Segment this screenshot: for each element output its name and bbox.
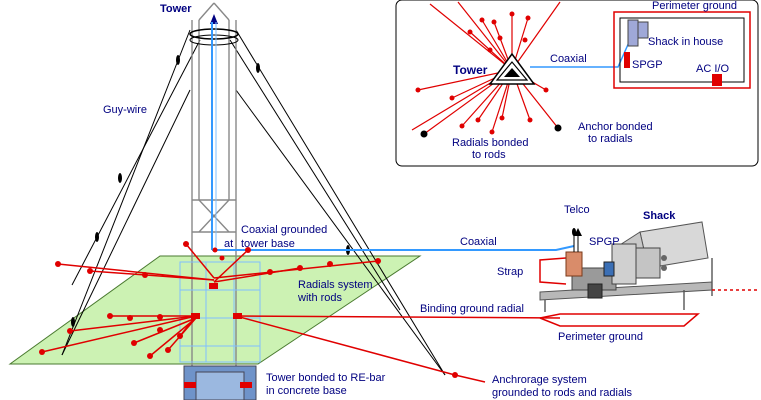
inset-ac-io-label: AC I/O [696, 63, 729, 75]
coax-cable [211, 22, 575, 251]
binding-radial-label: Binding ground radial [420, 303, 524, 315]
tower-top-ring-2 [189, 34, 239, 46]
footing-bond-left [184, 382, 196, 388]
inset-house-inner [619, 17, 745, 83]
coax-grounded-label-1: Coaxial grounded [241, 224, 327, 236]
radials-label-1: Radials system [298, 279, 373, 291]
guy-wires [61, 29, 446, 376]
inset-anchor-rod-left [420, 130, 428, 138]
guy-wire-label: Guy-wire [103, 104, 147, 116]
anchorage-radial [235, 315, 456, 376]
inset-anchor-rod-right [554, 124, 562, 132]
inset-radials-label-2: to rods [472, 149, 506, 161]
spgp-label: SPGP [589, 236, 620, 248]
inset-tower-inner [504, 68, 520, 77]
inset-ground-rods [415, 11, 549, 135]
tower-top-ring [189, 28, 239, 40]
ground-rods [39, 241, 458, 378]
inset-shack-in-house-label: Shack in house [648, 36, 723, 48]
strap-line [539, 257, 567, 285]
coaxial-label: Coaxial [460, 236, 497, 248]
coax-grounded-label-2: tower base [241, 238, 295, 250]
inset-anchor-label-1: Anchor bonded [578, 121, 653, 133]
inset-radials-label-1: Radials bonded [452, 137, 528, 149]
radial-hub-lower [191, 313, 200, 319]
shack-building [539, 221, 713, 312]
spgp-panel [565, 251, 583, 277]
radial-hub-upper [209, 283, 218, 289]
inset-tower-mid [495, 61, 529, 81]
inset-ac-io-box [712, 74, 722, 86]
inset-equipment [627, 19, 639, 47]
footing-inner [195, 371, 245, 400]
inset-perimeter-ground-label: Perimeter ground [652, 0, 737, 12]
inset-coaxial-label: Coaxial [550, 53, 587, 65]
anchor-radial-2 [454, 374, 486, 383]
anchorage-label-2: grounded to rods and radials [492, 387, 633, 399]
tower-title: Tower [160, 3, 192, 15]
inset-spgp-box [624, 52, 630, 68]
concrete-slab [8, 255, 422, 365]
inset-spgp-label: SPGP [632, 59, 663, 71]
inset-frame [395, 0, 759, 167]
inset-coax [530, 39, 631, 68]
inset-tower-label: Tower [453, 63, 488, 77]
anchorage-label-1: Anchrorage system [492, 374, 587, 386]
shack-label: Shack [643, 210, 676, 222]
perimeter-ground-label: Perimeter ground [558, 331, 643, 343]
coax-grounded-label-at: at [224, 238, 233, 250]
telco-arrow-2 [572, 228, 576, 236]
antenna-tip [210, 14, 218, 24]
tower-rebar-label-2: in concrete base [266, 385, 347, 397]
telco-label: Telco [564, 204, 590, 216]
tower-rebar-label-1: Tower bonded to RE-bar [266, 372, 386, 384]
strap-label: Strap [497, 266, 523, 278]
inset-anchor-label-2: to radials [588, 133, 633, 145]
inset-house [613, 11, 751, 89]
shack-perimeter-ground [539, 313, 701, 327]
telco-arrow [574, 228, 582, 236]
radials-label-2: with rods [297, 292, 343, 304]
footing-bond-right [240, 382, 252, 388]
ground-radials [41, 243, 561, 357]
inset-equipment-2 [637, 21, 649, 39]
